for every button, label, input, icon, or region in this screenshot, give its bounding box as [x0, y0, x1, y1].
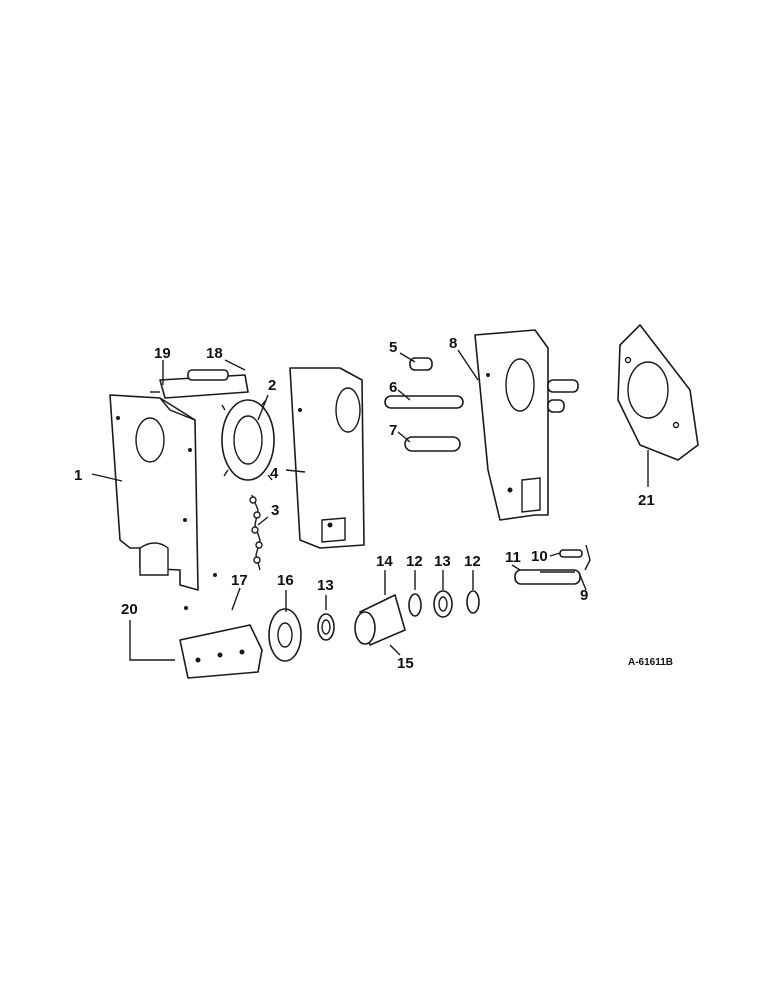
- part-4-plate: [289, 367, 365, 549]
- callout-1: 1: [74, 467, 82, 484]
- part-17-20-bracket: [179, 573, 263, 679]
- callout-10: 10: [531, 548, 548, 565]
- callout-18: 18: [206, 345, 223, 362]
- callout-13b: 13: [434, 553, 451, 570]
- part-13-bearing-left: [317, 613, 335, 641]
- callout-7: 7: [389, 422, 397, 439]
- part-9-pin: [584, 544, 591, 571]
- reference-code: A-61611B: [628, 657, 673, 668]
- part-10-key: [559, 549, 583, 558]
- callout-11: 11: [505, 549, 521, 566]
- callout-14: 14: [376, 553, 393, 570]
- callout-17: 17: [231, 572, 248, 589]
- callout-9: 9: [580, 587, 588, 604]
- callout-13a: 13: [317, 577, 334, 594]
- callout-21: 21: [638, 492, 655, 509]
- callout-3: 3: [271, 502, 279, 519]
- callout-16: 16: [277, 572, 294, 589]
- callout-2: 2: [268, 377, 276, 394]
- leader-lines: [91, 349, 649, 661]
- callout-12a: 12: [406, 553, 423, 570]
- part-7-rod: [404, 436, 461, 452]
- callout-6: 6: [389, 379, 397, 396]
- part-21-flange: [617, 324, 699, 461]
- part-3-chain: [249, 494, 263, 571]
- callout-19: 19: [154, 345, 171, 362]
- callout-15: 15: [397, 655, 414, 672]
- part-13-bearing-right: [433, 590, 453, 618]
- callout-8: 8: [449, 335, 457, 352]
- part-1-plate: [109, 394, 199, 591]
- callout-20: 20: [121, 601, 138, 618]
- part-6-rod: [384, 395, 464, 409]
- part-2-sprocket: [221, 399, 275, 481]
- callout-4: 4: [270, 465, 279, 482]
- part-12-washer-left: [408, 593, 422, 617]
- part-11-shaft: [514, 569, 581, 585]
- callout-12b: 12: [464, 553, 481, 570]
- part-5-pin: [409, 357, 433, 371]
- callout-5: 5: [389, 339, 397, 356]
- part-16-gear: [268, 608, 302, 662]
- part-8-bracket: [474, 329, 579, 521]
- part-18-19-bracket: [150, 369, 249, 399]
- part-12-washer-right: [466, 590, 480, 614]
- part-14-hub: [354, 594, 406, 646]
